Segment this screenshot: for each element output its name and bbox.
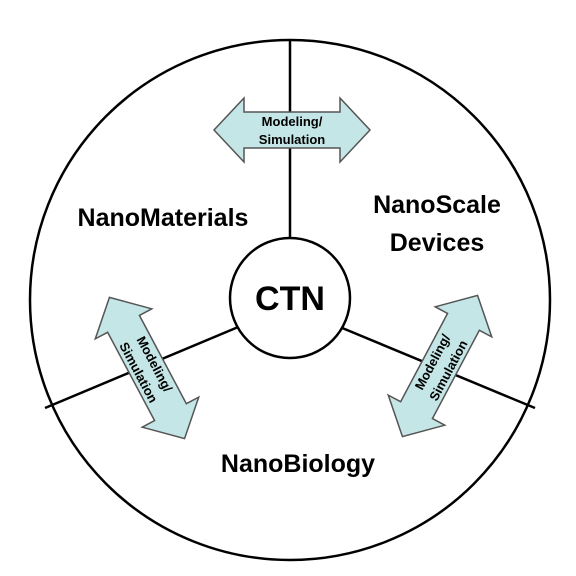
sector-label-nanobiology: NanoBiology — [221, 450, 375, 478]
center-circle — [228, 236, 352, 360]
arrow-top-line1: Modeling/ — [262, 114, 323, 129]
center-label: CTN — [255, 280, 325, 318]
arrow-top: Modeling/ Simulation — [212, 96, 372, 164]
arrow-top-line2: Simulation — [259, 132, 326, 147]
sector-label-nanoscale: NanoScale — [373, 191, 501, 219]
sector-label-devices: Devices — [390, 229, 485, 257]
double-arrow-shape — [386, 294, 494, 438]
sector-label-nanomaterials: NanoMaterials — [78, 204, 249, 232]
double-arrow-shape — [212, 96, 372, 164]
double-arrow-shape — [93, 296, 201, 440]
